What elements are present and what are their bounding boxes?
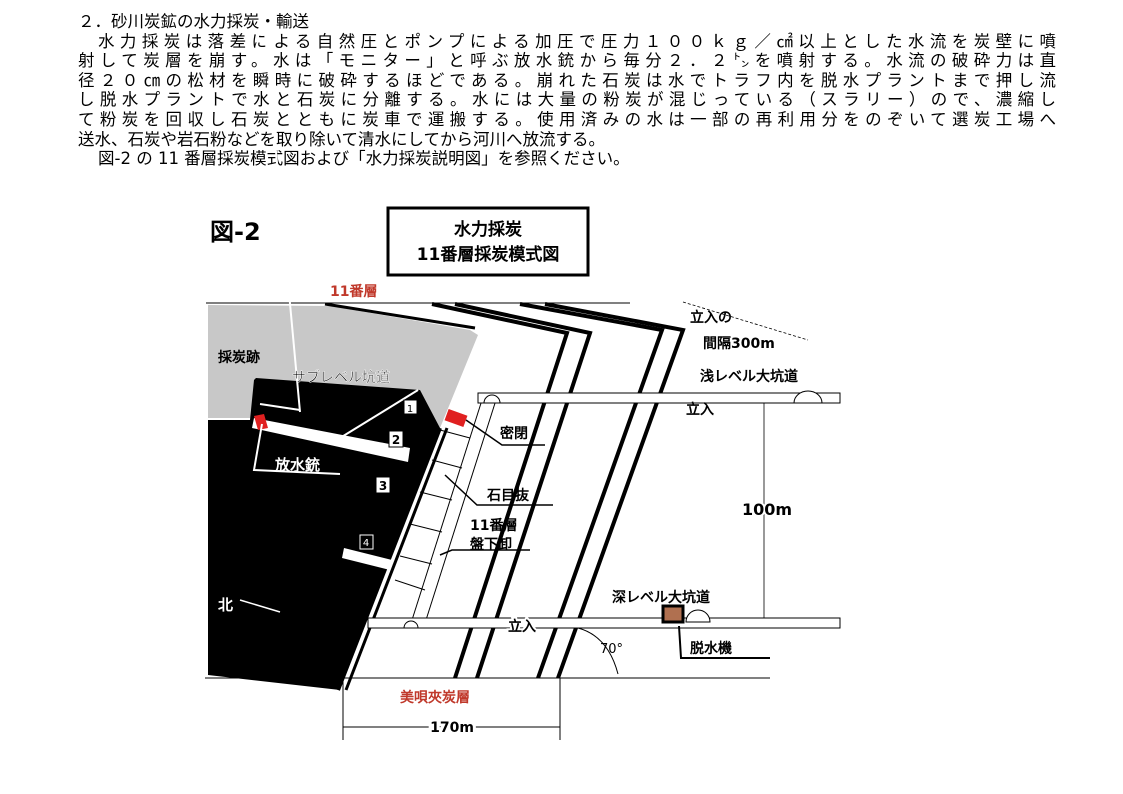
sublevel-line — [259, 403, 301, 411]
interval-guide — [682, 301, 809, 341]
angle-arc — [577, 627, 619, 675]
paragraph-line: 水力採炭は落差による自然圧とポンプによる加圧で圧力１００ｋｇ／㎠以上とした水流を… — [98, 31, 1056, 51]
deep-tunnel-icon — [685, 609, 711, 623]
seam11-b-label: 11番層 — [470, 517, 517, 534]
paragraph-line: 径２０㎝の松材を瞬時に破砕するほどである。崩れた石炭は水でトラフ内を脱水プラント… — [78, 70, 1056, 90]
block-4: 4 — [363, 538, 369, 549]
paragraph-line: 射して炭層を崩す。水は「モニター」と呼ぶ放水銃から毎分２．２㌧を噴射する。水流の… — [78, 51, 1056, 71]
seam-edge — [344, 427, 449, 691]
shallow-tunnel-icon — [793, 390, 823, 404]
paragraph-line: て粉炭を回収し石炭とともに炭車で運搬する。使用済みの水は一部の再利用分をのぞいて… — [78, 109, 1056, 129]
block-3: 3 — [379, 479, 387, 493]
block-1: 1 — [407, 404, 413, 415]
reference-line: 図-2 の 11 番層採炭模式図および「水力採炭説明図」を参照ください。 — [98, 149, 630, 169]
seam-top — [324, 302, 476, 330]
shaft-arch — [403, 620, 419, 629]
document-text: ２．砂川炭鉱の水力採炭・輸送 水力採炭は落差による自然圧とポンプによる加圧で圧力… — [78, 12, 1056, 169]
footwall-pointer — [439, 549, 530, 556]
mined-out-label: 採炭跡 — [218, 349, 260, 366]
block-numbers: 1 2 3 4 — [359, 399, 418, 550]
dewater-label: 脱水機 — [690, 640, 732, 657]
block-2: 2 — [392, 433, 400, 447]
crosscut-lower-label: 立入 — [508, 618, 536, 635]
coal-seams — [431, 302, 686, 679]
north-arrow — [239, 599, 281, 613]
interval-label2: 間隔300m — [703, 336, 775, 352]
height-label: 100m — [742, 500, 792, 519]
shaft-arch — [483, 394, 501, 404]
north-label: 北 — [218, 596, 233, 614]
dewater-pointer — [678, 625, 770, 659]
footwall-drift — [411, 399, 483, 621]
monitor-gun-icon — [254, 414, 268, 430]
paragraph-line: し脱水プラントで水と石炭に分離する。水には大量の粉炭が混じっている（スラリー）の… — [78, 90, 1056, 110]
sublevel-drift — [252, 418, 410, 462]
paragraph-line: 送水、石炭や岩石粉などを取り除いて清水にしてから河川へ放流する。 — [78, 129, 606, 149]
figure-number: 図-2 — [210, 218, 261, 246]
section-heading: ２．砂川炭鉱の水力採炭・輸送 — [78, 12, 309, 31]
title-box — [386, 206, 590, 277]
crosscut-upper-label: 立入 — [686, 401, 714, 418]
title-line2: 11番層採炭模式図 — [417, 244, 560, 265]
shallow-level-crosscut — [477, 392, 841, 404]
crosscut-pointer — [444, 474, 553, 506]
pointer-line — [339, 389, 419, 439]
monitor-pointer — [252, 423, 341, 475]
dewatering-machine-icon — [661, 604, 685, 624]
sublevel-label: サブレベル坑道 — [292, 369, 390, 386]
bibai-label: 美唄夾炭層 — [400, 689, 470, 706]
shallow-level-label: 浅レベル大坑道 — [700, 368, 798, 385]
seal-label: 密閉 — [499, 425, 528, 442]
title-line1: 水力採炭 — [454, 219, 522, 240]
monitor-label: 放水銃 — [274, 456, 320, 474]
seam11-label: 11番層 — [330, 283, 377, 300]
seal-icon — [444, 408, 468, 428]
angle-label: 70° — [600, 642, 623, 657]
deep-level-crosscut — [367, 617, 841, 629]
crosscuts — [394, 429, 471, 591]
crosscut-label: 石目抜 — [486, 487, 530, 504]
footwall-drift — [425, 399, 497, 621]
sublevel-drift — [342, 548, 392, 570]
width-label: 170m — [430, 720, 474, 736]
seam-edge — [336, 427, 442, 691]
deep-level-label: 深レベル大坑道 — [612, 589, 710, 606]
interval-label1: 立入の — [690, 309, 732, 326]
